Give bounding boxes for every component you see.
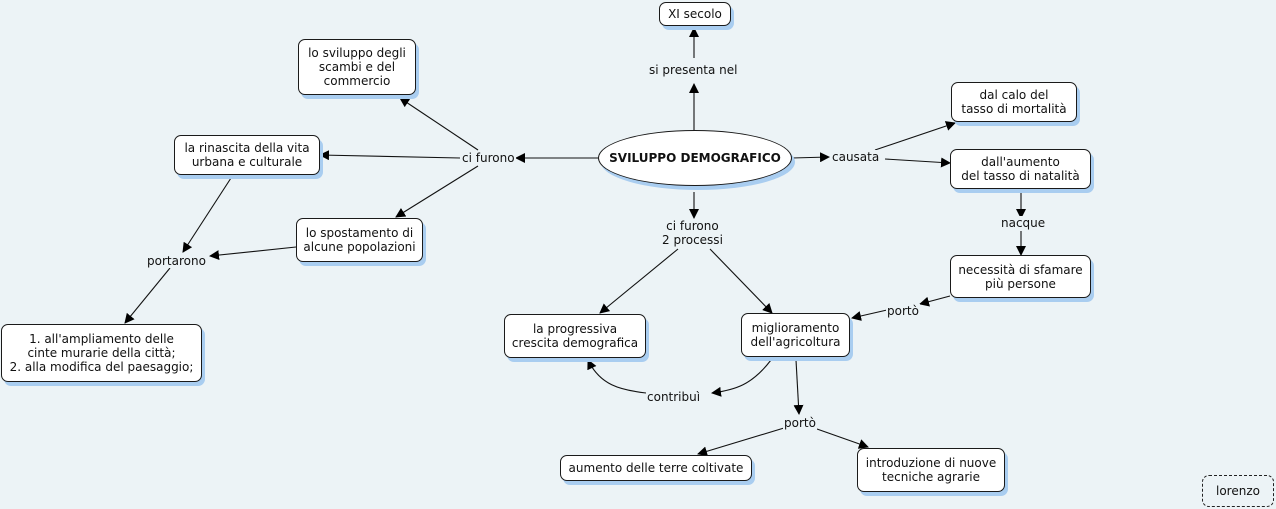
edge-center-to-causata xyxy=(791,152,830,163)
link-nacque: nacque xyxy=(1000,216,1047,230)
link-si-presenta-nel: si presenta nel xyxy=(648,63,739,77)
link-due-processi: ci furono 2 processi xyxy=(661,219,724,247)
concept-nuove-tecniche[interactable]: introduzione di nuove tecniche agrarie xyxy=(857,448,1005,492)
concept-calo-mortalita[interactable]: dal calo del tasso di mortalità xyxy=(951,82,1077,122)
edge-sfamare-to-porto xyxy=(919,295,951,307)
edge-portarono-to-ampliamento xyxy=(124,267,171,324)
concept-scambi-commercio[interactable]: lo sviluppo degli scambi e del commercio xyxy=(298,39,416,95)
edge-ci-furono-to-rinascita xyxy=(319,150,461,161)
edge-ci-furono-to-spostamento xyxy=(395,165,479,218)
author-label: lorenzo xyxy=(1202,475,1274,507)
central-concept[interactable]: SVILUPPO DEMOGRAFICO xyxy=(598,130,792,186)
concept-rinascita-urbana[interactable]: la rinascita della vita urbana e cultura… xyxy=(174,135,320,175)
edge-agricoltura-to-porto xyxy=(793,359,804,415)
link-porto-right: portò xyxy=(886,304,920,318)
link-portarono: portarono xyxy=(146,254,207,268)
concept-xi-secolo[interactable]: XI secolo xyxy=(659,2,731,26)
edge-porto-to-agricoltura xyxy=(851,309,888,321)
concept-ampliamento-mura[interactable]: 1. all'ampliamento delle cinte murarie d… xyxy=(1,324,202,382)
link-causata: causata xyxy=(831,150,881,164)
concept-crescita-demografica[interactable]: la progressiva crescita demografica xyxy=(504,314,646,358)
edge-agricoltura-to-contribui xyxy=(711,359,772,397)
edge-rinascita-to-portarono xyxy=(182,177,232,253)
edge-due-processi-to-crescita xyxy=(599,248,679,314)
edge-contribui-to-crescita xyxy=(587,359,647,394)
edge-causata-to-mortalita xyxy=(874,121,956,151)
link-ci-furono: ci furono xyxy=(461,151,516,165)
link-porto-bottom: portò xyxy=(783,416,817,430)
edge-ci-furono-to-scambi xyxy=(399,97,479,151)
concept-necessita-sfamare[interactable]: necessità di sfamare più persone xyxy=(950,255,1091,298)
concept-miglioramento-agricoltura[interactable]: miglioramento dell'agricoltura xyxy=(741,313,850,357)
concept-aumento-terre[interactable]: aumento delle terre coltivate xyxy=(560,455,752,481)
edge-porto-to-terre xyxy=(697,427,785,457)
edge-spostamento-to-portarono xyxy=(209,246,297,261)
link-contribui: contribuì xyxy=(646,390,702,404)
edge-porto-to-tecniche xyxy=(816,428,869,449)
edge-causata-to-natalita xyxy=(884,157,951,168)
concept-spostamento-popolazioni[interactable]: lo spostamento di alcune popolazioni xyxy=(296,218,423,262)
concept-aumento-natalita[interactable]: dall'aumento del tasso di natalità xyxy=(950,149,1091,189)
edge-due-processi-to-agricoltura xyxy=(709,248,773,314)
